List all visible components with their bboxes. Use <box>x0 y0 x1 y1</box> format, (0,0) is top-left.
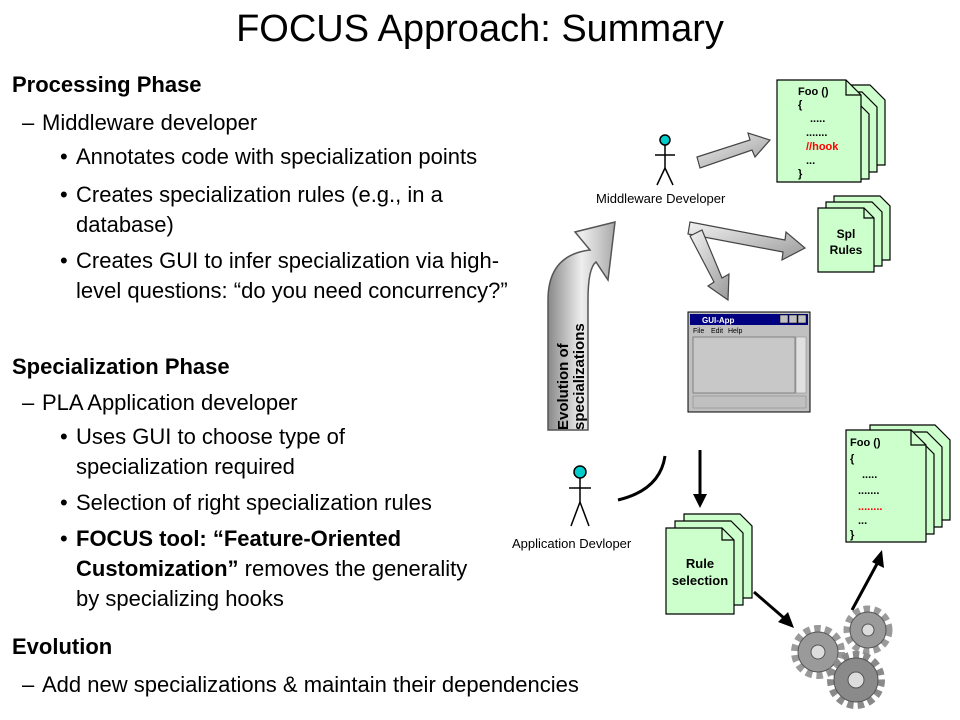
gui-title: GUI-App <box>702 316 735 325</box>
processing-role: –Middleware developer <box>22 110 258 135</box>
code-line: Foo () <box>798 86 829 98</box>
specialization-heading: Specialization Phase <box>12 354 230 379</box>
code-bottom-text: Foo () { ..... ....... ........ ... } <box>850 437 882 541</box>
code-line: { <box>798 99 803 111</box>
spl-rules-label-1: Spl <box>837 227 856 241</box>
code-line: ....... <box>806 127 827 139</box>
evolution-role-text: Add new specializations & maintain their… <box>42 672 579 697</box>
specialized-line: ........ <box>858 501 882 513</box>
application-developer-label: Application Devloper <box>512 536 632 551</box>
spl-rules-stack <box>817 195 891 273</box>
evolution-label-2: specializations <box>571 323 588 430</box>
code-line: } <box>798 168 803 180</box>
code-line: } <box>850 529 855 541</box>
arrow-down-to-rules <box>693 450 707 508</box>
specialization-bullet-1: •Uses GUI to choose type of specializati… <box>60 422 430 482</box>
gui-menu-help: Help <box>728 328 743 335</box>
arrow-rules-to-gears <box>753 590 794 628</box>
bullet-text: Selection of right specialization rules <box>76 490 432 515</box>
evolution-role: –Add new specializations & maintain thei… <box>22 672 579 697</box>
gui-to-app-curve <box>617 455 667 502</box>
code-line: Foo () <box>850 437 881 449</box>
code-line: ... <box>858 515 867 527</box>
spl-rules-label-2: Rules <box>830 243 863 257</box>
bullet-text: Creates GUI to infer specialization via … <box>76 248 508 303</box>
processing-heading: Processing Phase <box>12 72 202 97</box>
code-line: ... <box>806 155 815 167</box>
application-developer-actor <box>569 465 591 527</box>
arrow-to-gui <box>689 229 730 302</box>
code-line: ....... <box>858 485 879 497</box>
processing-bullet-3: •Creates GUI to infer specialization via… <box>60 246 540 306</box>
code-doc-stack-top <box>776 79 886 183</box>
specialization-bullet-2: •Selection of right specialization rules <box>60 488 560 518</box>
processing-role-text: Middleware developer <box>42 110 258 135</box>
rule-selection-label-2: selection <box>672 573 728 588</box>
middleware-developer-label: Middleware Developer <box>596 191 726 206</box>
gui-app-window: GUI-App File Edit Help <box>687 311 811 413</box>
code-line: { <box>850 453 855 465</box>
arrow-to-code <box>696 132 772 169</box>
bullet-text: Uses GUI to choose type of specializatio… <box>76 424 346 479</box>
rule-selection-label-1: Rule <box>686 556 714 571</box>
specialization-role: –PLA Application developer <box>22 390 298 415</box>
gui-menu-edit: Edit <box>711 328 723 335</box>
rule-selection-stack <box>665 513 753 615</box>
code-top-text: Foo () { ..... ....... //hook ... } <box>798 86 839 180</box>
arrow-gears-to-code <box>850 550 884 611</box>
specialization-role-text: PLA Application developer <box>42 390 298 415</box>
bullet-text: Annotates code with specialization point… <box>76 144 478 169</box>
hook-line: //hook <box>806 141 839 153</box>
code-doc-stack-bottom <box>845 424 951 543</box>
bullet-text: Creates specialization rules (e.g., in a… <box>76 182 443 237</box>
processing-bullet-1: •Annotates code with specialization poin… <box>60 142 560 172</box>
focus-tool-bold: FOCUS tool: “Feature-Oriented Customizat… <box>76 526 402 581</box>
gui-menu-file: File <box>693 328 704 335</box>
middleware-developer-actor <box>655 134 675 186</box>
focus-tool-rest: removes the generality by specializing h… <box>76 556 468 611</box>
gears-icon <box>791 605 893 709</box>
code-line: ..... <box>862 469 877 481</box>
code-line: ..... <box>810 113 825 125</box>
evolution-arrow: Evolution of specializations <box>547 221 616 431</box>
evolution-heading: Evolution <box>12 634 113 659</box>
processing-bullet-2: •Creates specialization rules (e.g., in … <box>60 180 530 240</box>
evolution-label-1: Evolution of <box>555 342 572 430</box>
specialization-bullet-focus: •FOCUS tool: “Feature-Oriented Customiza… <box>60 526 468 611</box>
page-title: FOCUS Approach: Summary <box>236 8 724 50</box>
